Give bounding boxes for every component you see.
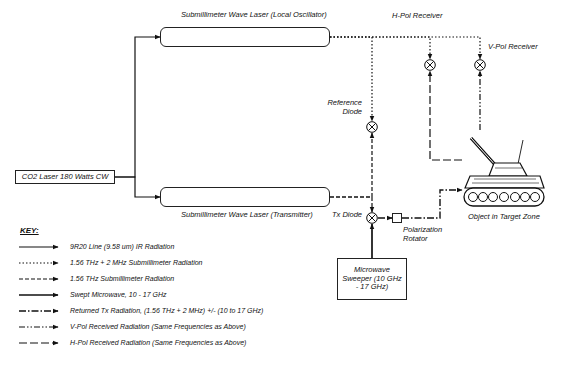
- mixer-symbol: [424, 59, 436, 71]
- connector: [330, 37, 430, 59]
- connector: [479, 71, 480, 130]
- node-label: Submillimeter Wave Laser (Transmitter): [181, 211, 351, 220]
- box-label: CO2 Laser 180 Watts CW: [22, 173, 109, 182]
- node-label: H-Pol Receiver: [392, 12, 467, 21]
- node-label: Polarization Rotator: [403, 226, 449, 243]
- legend-text: 9R20 Line (9.58 um) IR Radiation: [70, 243, 174, 251]
- legend-text: V-Pol Received Radiation (Same Frequenci…: [70, 323, 246, 331]
- connector: [330, 197, 372, 212]
- mixer-diode: Tx Diode: [366, 212, 378, 224]
- connector: [378, 217, 392, 218]
- node-label: Tx Diode: [320, 211, 362, 220]
- legend-text: Swept Microwave, 10 - 17 GHz: [70, 291, 166, 299]
- laser-box: Microwave Sweeper (10 GHz - 17 GHz): [337, 258, 407, 300]
- legend-sample: [18, 291, 64, 299]
- connector: [330, 37, 480, 59]
- laser-box: Submillimeter Wave Laser (Transmitter): [160, 187, 330, 207]
- connector: [371, 224, 373, 258]
- legend-sample: [18, 259, 64, 267]
- connector: [115, 177, 160, 197]
- tank-illustration: [462, 130, 546, 210]
- key-heading: KEY:: [20, 226, 39, 235]
- legend-sample: [18, 307, 64, 315]
- node-label: V-Pol Receiver: [488, 43, 558, 52]
- box-label: Microwave Sweeper (10 GHz - 17 GHz): [341, 266, 403, 292]
- legend-sample: [18, 243, 64, 251]
- mixer-symbol: [474, 59, 486, 71]
- laser-box: CO2 Laser 180 Watts CW: [15, 170, 115, 184]
- node-label: Submillimeter Wave Laser (Local Oscillat…: [181, 11, 351, 20]
- legend-sample: [18, 275, 64, 283]
- mixer-diode: V-Pol Receiver: [474, 59, 486, 71]
- legend-text: 1.56 THz + 2 MHz Submillimeter Radiation: [70, 259, 202, 267]
- node-label: Reference Diode: [318, 99, 362, 116]
- mixer-symbol: [366, 121, 378, 133]
- target-object: Object in Target Zone: [462, 130, 546, 210]
- connector: [330, 133, 372, 197]
- connector: [115, 37, 160, 177]
- mixer-diode: H-Pol Receiver: [424, 59, 436, 71]
- node-label: Object in Target Zone: [468, 213, 548, 222]
- laser-box: Submillimeter Wave Laser (Local Oscillat…: [160, 27, 330, 47]
- connector: [430, 71, 462, 160]
- legend-text: 1.56 THz Submillimeter Radiation: [70, 275, 174, 283]
- legend-text: H-Pol Received Radiation (Same Frequenci…: [70, 339, 246, 347]
- mixer-diode: Reference Diode: [366, 121, 378, 133]
- mixer-symbol: [366, 212, 378, 224]
- legend-sample: [18, 323, 64, 331]
- laser-box: Polarization Rotator: [392, 213, 402, 223]
- legend-text: Returned Tx Radiation, (1.56 THz + 2 MHz…: [70, 307, 263, 315]
- legend-sample: [18, 339, 64, 347]
- connector: [402, 190, 462, 218]
